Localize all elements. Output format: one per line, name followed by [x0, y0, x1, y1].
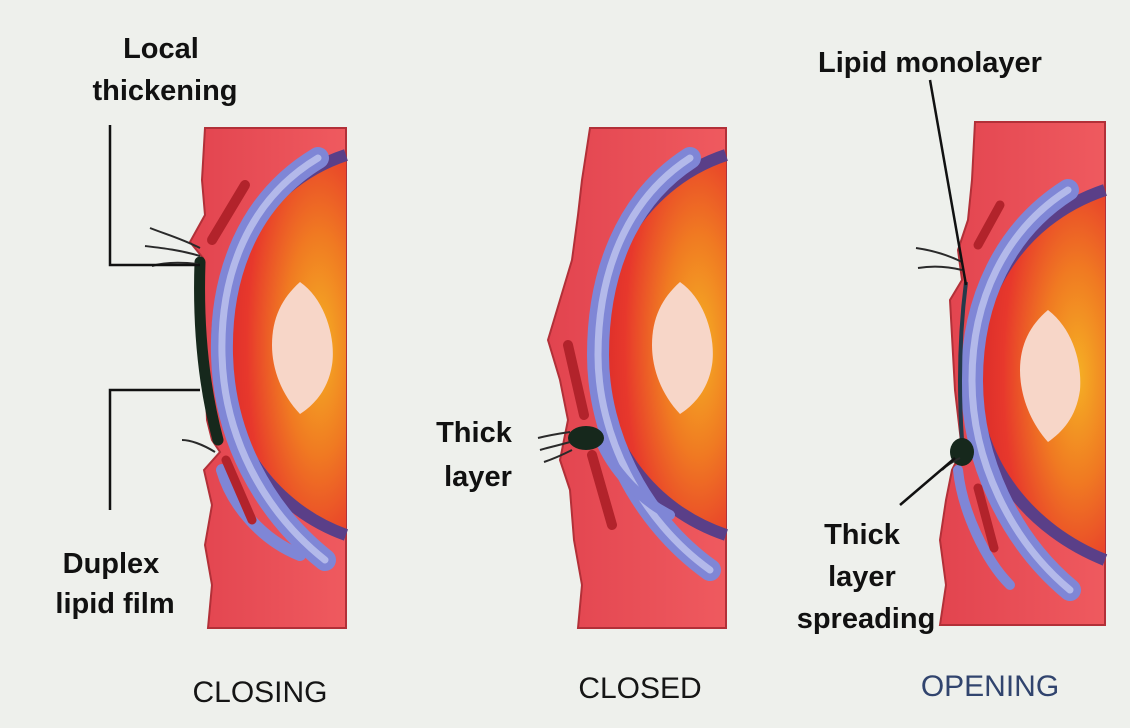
title-closing: CLOSING	[192, 676, 327, 709]
leader-local-thickening	[110, 125, 200, 265]
label-thick-layer-spreading: Thick layer spreading	[797, 519, 936, 635]
title-opening: OPENING	[921, 670, 1059, 703]
leader-lipid-monolayer	[930, 80, 966, 285]
label-thick-layer: Thick layer	[436, 417, 520, 493]
label-lipid-monolayer: Lipid monolayer	[818, 47, 1042, 79]
panel-closing	[145, 128, 346, 628]
panel-opening	[916, 122, 1105, 625]
panel-closed	[538, 128, 726, 628]
label-local-thickening: Local thickening	[92, 33, 237, 107]
thick-layer-closed	[568, 426, 604, 450]
leader-duplex-lipid-film	[110, 390, 200, 510]
title-closed: CLOSED	[578, 672, 701, 705]
label-duplex-lipid-film: Duplex lipid film	[55, 548, 174, 620]
